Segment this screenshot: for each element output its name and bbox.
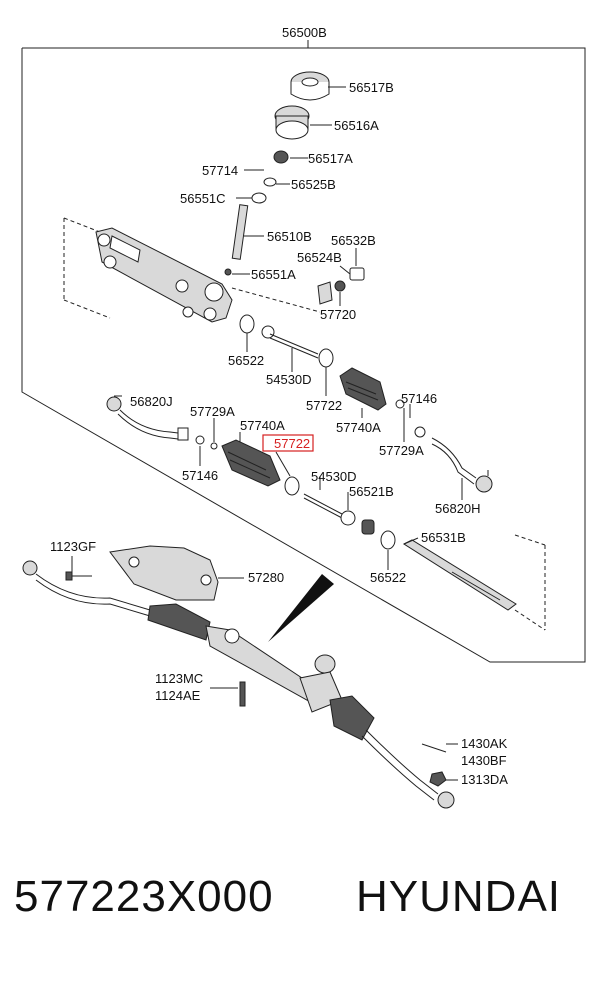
callout-labels: 56500B 56517B 56516A 57714 56517A 56525B… [50,25,508,787]
label-56510B: 56510B [267,229,312,244]
label-1313DA: 1313DA [461,772,508,787]
upper-gear-housing [95,227,233,323]
label-57722-upper: 57722 [306,398,342,413]
label-56516A: 56516A [334,118,379,133]
label-57146-left: 57146 [182,468,218,483]
label-1430BF: 1430BF [461,753,507,768]
brand-name: HYUNDAI [356,872,562,921]
label-57729A-right: 57729A [379,443,424,458]
lower-tie-rod [303,493,517,611]
label-57740A-right: 57740A [336,420,381,435]
lower-boot [221,439,300,496]
pointer-wedge [268,574,334,642]
part-number: 577223X000 [14,872,274,921]
leader-lines [71,86,463,781]
label-56521B: 56521B [349,484,394,499]
guide-lines [63,217,546,631]
label-1123MC: 1123MC [155,671,203,686]
label-56551C: 56551C [180,191,226,206]
upper-tie-rod [261,325,387,411]
pinion-stack [224,71,330,276]
highlight-box [262,434,314,452]
label-57729A-left: 57729A [190,404,235,419]
label-57280: 57280 [248,570,284,585]
right-tie-rod-end [395,399,493,493]
label-54530D-lower: 54530D [311,469,357,484]
bushing-parts [239,267,365,334]
label-56820H: 56820H [435,501,481,516]
label-56531B: 56531B [421,530,466,545]
label-56522-upper: 56522 [228,353,264,368]
label-56524B: 56524B [297,250,342,265]
label-56517B: 56517B [349,80,394,95]
label-1430AK: 1430AK [461,736,508,751]
label-56500B: 56500B [282,25,327,40]
label-57146-right: 57146 [401,391,437,406]
label-56522-lower: 56522 [370,570,406,585]
label-56532B: 56532B [331,233,376,248]
label-54530D-upper: 54530D [266,372,312,387]
label-57714: 57714 [202,163,238,178]
label-56525B: 56525B [291,177,336,192]
label-56820J: 56820J [130,394,173,409]
lower-full-assembly [22,545,455,809]
label-1123GF: 1123GF [50,539,96,554]
left-tie-rod-end [106,396,218,450]
caption: 577223X000 HYUNDAI [0,872,600,952]
label-57720: 57720 [320,307,356,322]
label-56551A: 56551A [251,267,296,282]
label-56517A: 56517A [308,151,353,166]
label-57722-highlight: 57722 [274,436,310,451]
parts-diagram: 56500B 56517B 56516A 57714 56517A 56525B… [21,25,586,809]
assembly-frame [21,40,586,663]
label-1124AE: 1124AE [155,688,201,703]
label-57740A-left: 57740A [240,418,285,433]
